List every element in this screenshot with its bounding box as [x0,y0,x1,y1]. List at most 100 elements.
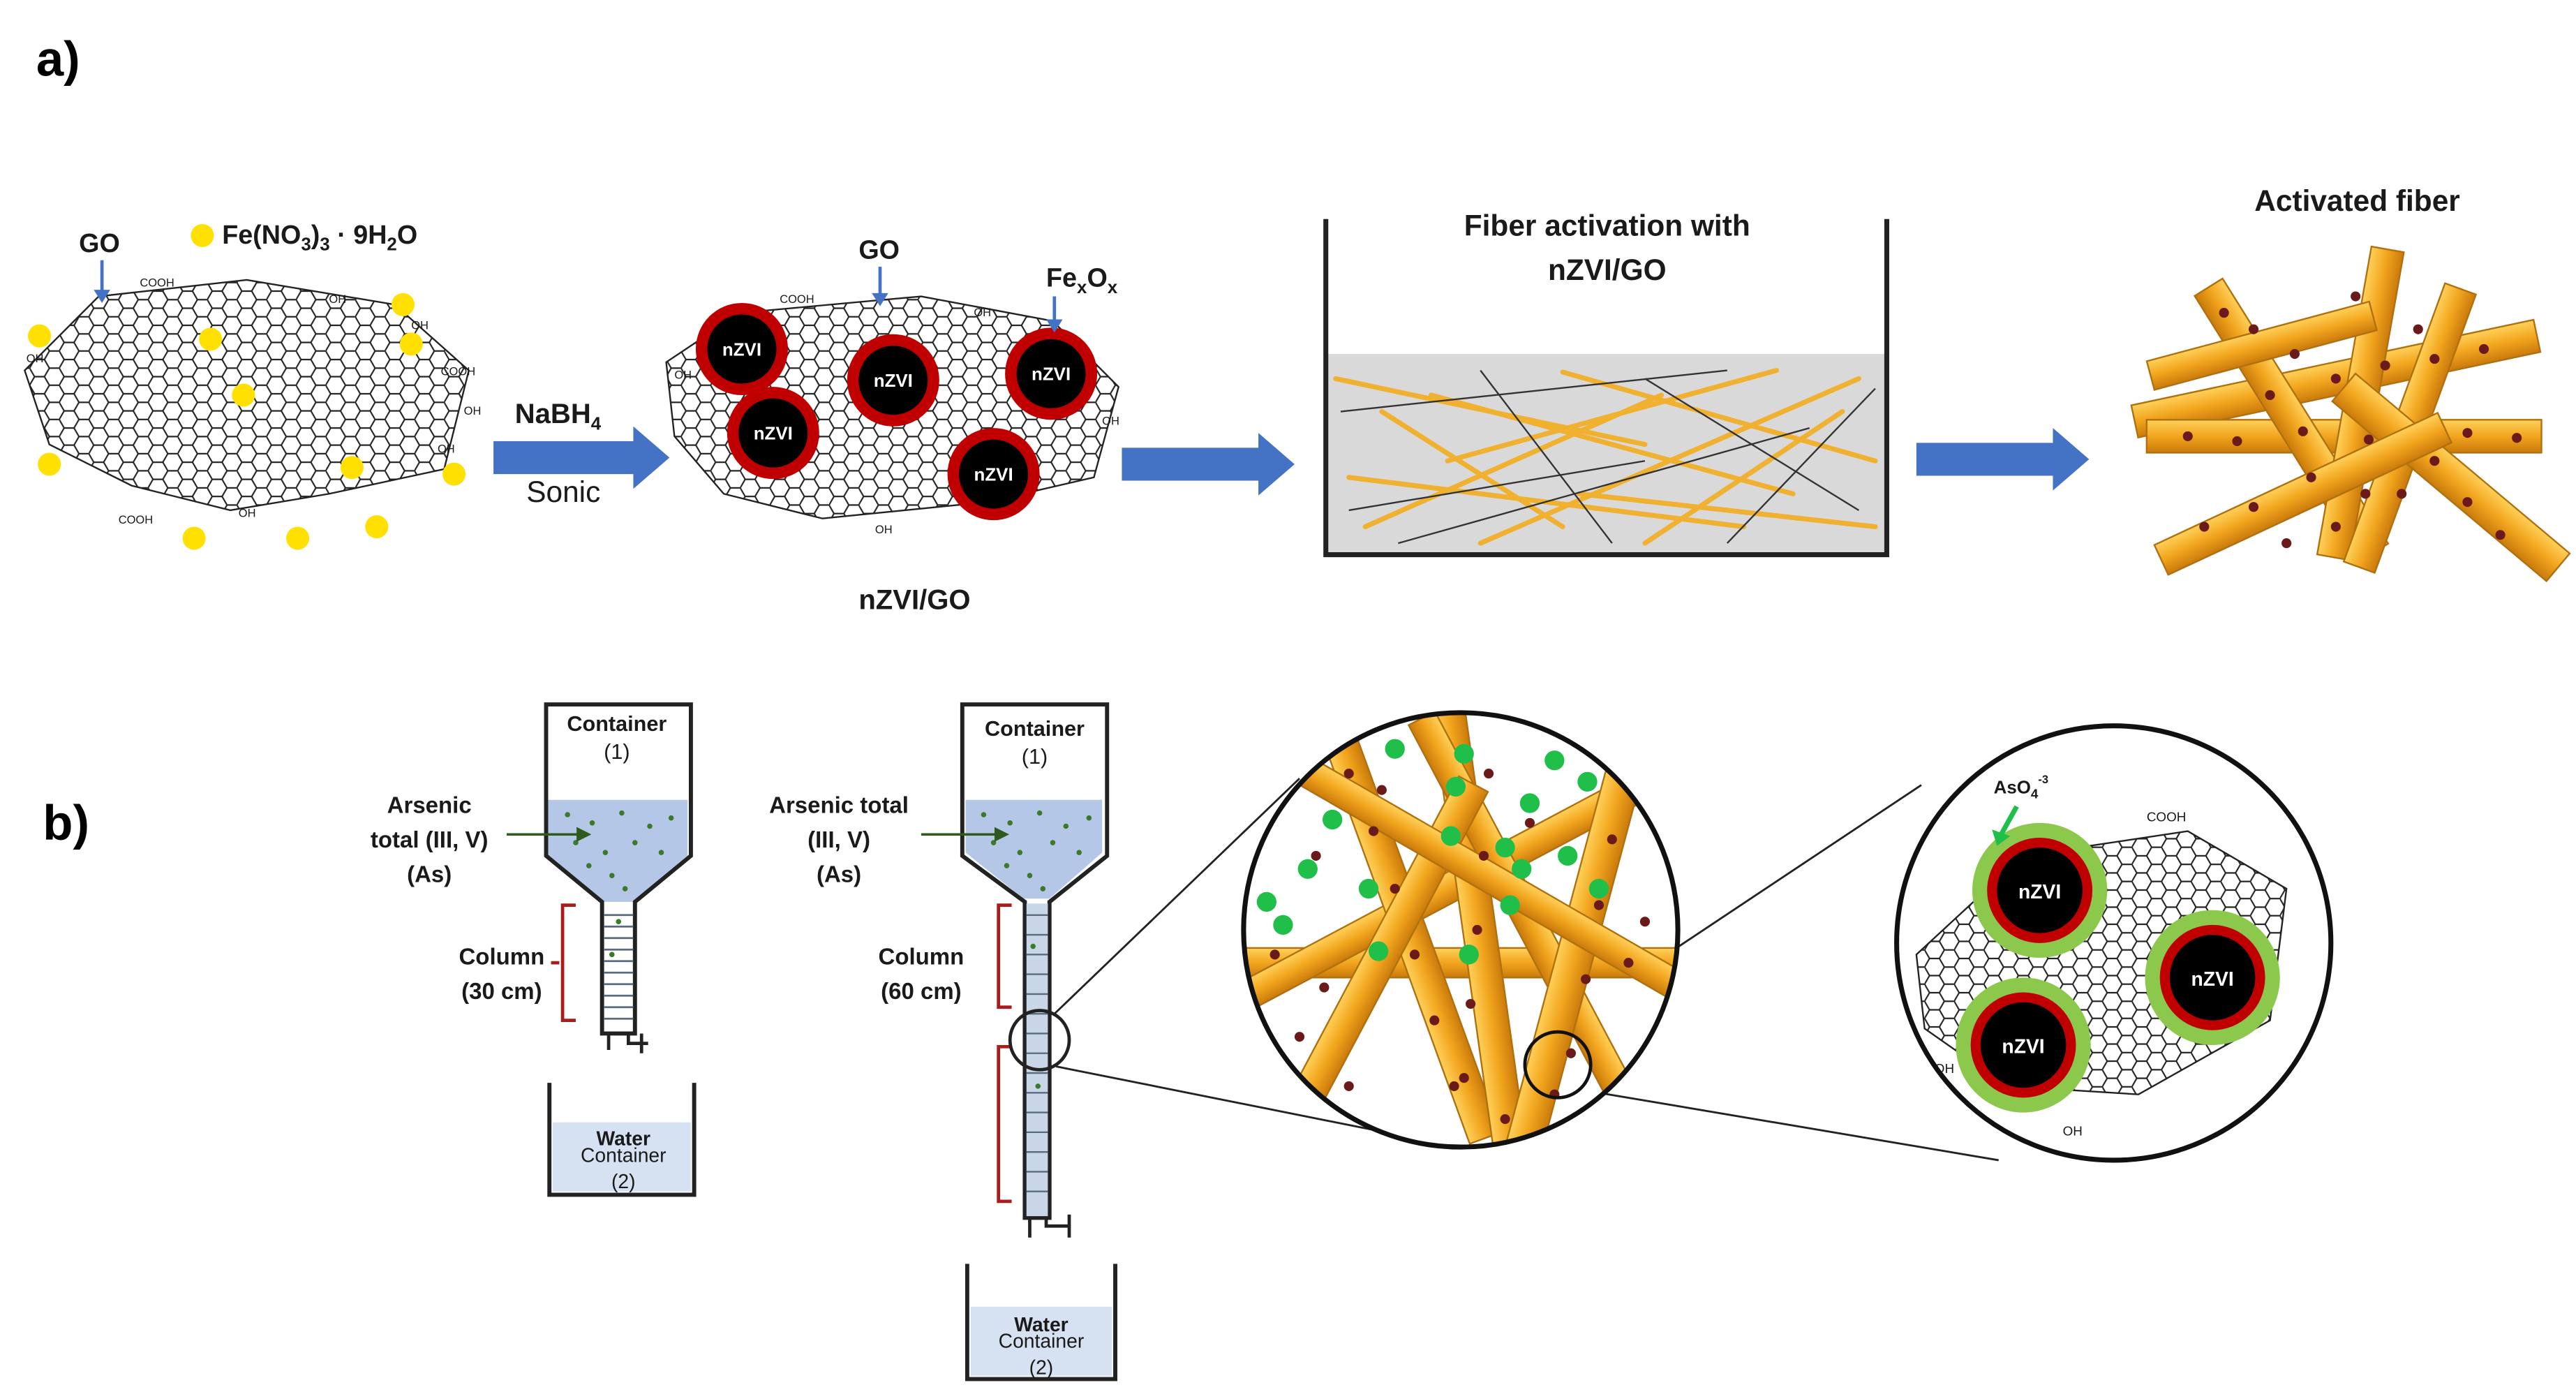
group-label: OH [875,524,893,536]
activated-fiber-title: Activated fiber [2254,184,2460,217]
group-label: COOH [780,293,814,306]
column-setup-60cm [960,702,1117,1382]
column-right-line2: (60 cm) [881,978,962,1004]
svg-text:nZVI: nZVI [2002,1035,2044,1058]
salt-particle [28,324,52,348]
nzvi-particle: nZVI [727,387,819,480]
magnified-nzvi-view: COOH OH OH nZVI nZVI nZVI AsO4-3 [1894,723,2334,1163]
nzvi-particle: nZVI [947,428,1040,521]
container-right-line1: Container [985,717,1085,741]
svg-text:nZVI: nZVI [722,340,761,360]
arsenic-left-line3: (As) [407,861,452,887]
column-setup-30cm [544,702,697,1197]
go-label-left: GO [79,228,120,258]
go-label-mid: GO [858,235,900,264]
arsenic-right-line2: (III, V) [807,827,870,852]
column-right-line1: Column [879,943,965,969]
zoom-marker-fiber [1523,1030,1593,1100]
arsenic-left-line1: Arsenic [387,792,472,818]
container-right-line2: (1) [1022,745,1048,769]
nzvi-particles-a: nZVI nZVI nZVI nZVI nZVI [695,302,1098,521]
svg-text:nZVI: nZVI [754,424,793,444]
iron-oxide-label: FexOx [1046,262,1118,297]
nzvi-arsenic-particle: nZVI [2145,910,2280,1045]
svg-text:nZVI: nZVI [2018,880,2061,903]
salt-particle [182,526,206,550]
salt-particle [286,526,310,550]
water-right-line2: Container [999,1330,1085,1352]
nzvi-arsenic-particle: nZVI [1972,822,2108,958]
container-left-line2: (1) [604,740,630,764]
salt-particle [399,332,423,356]
water-right-line3: (2) [1029,1356,1054,1378]
arsenic-left-line2: total (III, V) [371,827,489,852]
salt-particle [340,456,364,480]
salt-particle [232,383,255,407]
arsenic-dots-right [981,810,1092,1089]
salt-particle [38,452,61,476]
group-label-cooh: COOH [2147,809,2187,824]
group-label: OH [974,306,991,319]
group-label: COOH [441,366,475,378]
panel-a-label: a) [36,31,80,87]
arsenate-ion-label: AsO4-3 [1994,773,2048,801]
arsenic-right-line3: (As) [817,861,861,887]
go-pointer-head-mid [872,293,888,306]
group-label: OH [329,293,346,306]
water-right-line1: Water [1014,1313,1068,1335]
nzvi-arsenic-particle: nZVI [1956,977,2091,1113]
water-left-line1: Water [597,1127,650,1150]
fiber [2153,411,2453,576]
nzvi-particle: nZVI [1005,327,1098,420]
iron-salt-particles [28,223,466,550]
arsenic-right-line1: Arsenic total [769,792,909,818]
group-label: COOH [140,276,174,289]
salt-particle [199,327,223,351]
composite-caption: nZVI/GO [858,584,970,615]
magnified-fiber-view [1241,710,1681,1150]
activation-tank [1323,219,1889,558]
group-label-oh: OH [2063,1124,2083,1139]
salt-particle [442,462,466,486]
fiber-nzvi-dots [2182,291,2522,549]
salt-particle [391,293,415,316]
column-left-line1: Column [459,943,544,969]
group-label: OH [438,443,455,455]
tank-title-line2: nZVI/GO [1548,253,1667,286]
group-label: OH [1102,415,1119,427]
go-pointer-head [94,290,110,303]
group-label: OH [411,320,429,332]
svg-text:nZVI: nZVI [874,371,913,391]
group-label: COOH [119,514,153,526]
reagent-condition: Sonic [526,475,600,508]
tank-title-line1: Fiber activation with [1464,209,1750,242]
group-label: OH [464,405,482,417]
water-left-line2: Container [581,1143,667,1166]
column-left-line2: (30 cm) [461,978,542,1004]
arsenic-dots-left [565,810,674,958]
container-left-line1: Container [567,712,667,736]
svg-text:nZVI: nZVI [2191,968,2233,990]
arsenate-pointer [1997,805,2019,838]
salt-particle [191,223,214,247]
activated-fiber-bundle [2130,245,2571,583]
salt-particle [365,515,389,539]
svg-text:nZVI: nZVI [974,466,1013,485]
svg-text:nZVI: nZVI [1032,365,1071,385]
fiber [2331,372,2571,583]
group-label: OH [674,369,692,381]
panel-b-label: b) [43,794,89,850]
nzvi-particle: nZVI [847,334,939,427]
reaction-arrow-1 [493,426,670,489]
group-label: OH [239,507,256,519]
oxide-pointer-head [1046,319,1063,333]
water-left-line3: (2) [611,1170,636,1192]
zoom-marker-column [1008,1009,1071,1072]
precursor-formula: Fe(NO3)3 · 9H2O [222,220,417,254]
reagent-label: NaBH4 [515,399,602,434]
group-label: OH [27,353,44,365]
nzvi-particle: nZVI [695,302,788,395]
reaction-arrow-3 [1916,428,2090,491]
reaction-arrow-2 [1122,433,1295,496]
